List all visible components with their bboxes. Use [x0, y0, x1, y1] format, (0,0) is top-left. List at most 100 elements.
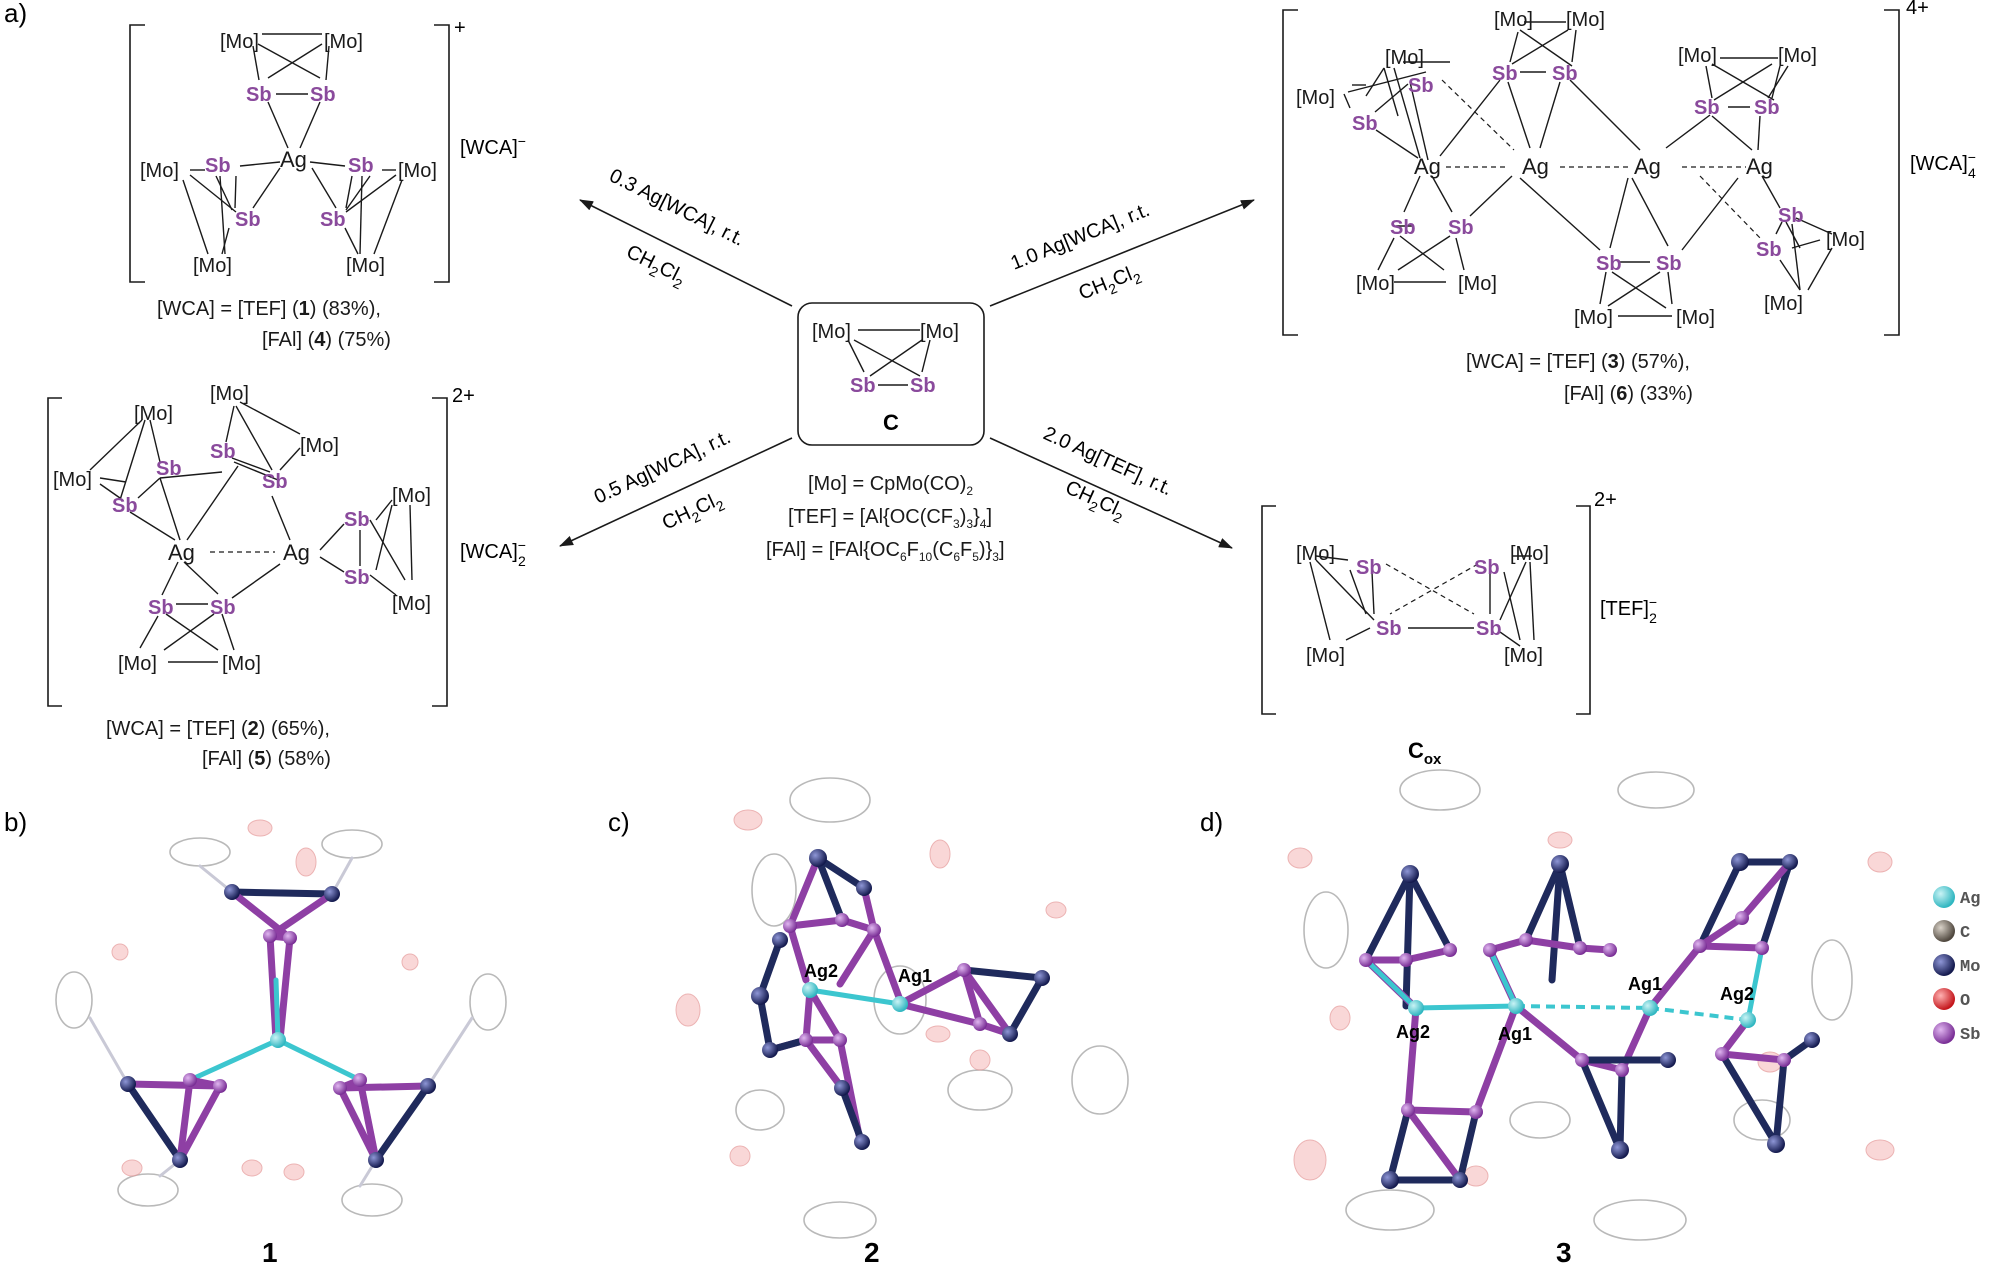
mo-2h: [Mo]: [222, 653, 261, 675]
panel-label-a: a): [4, 0, 27, 28]
bracket-left: [1282, 9, 1298, 336]
arrow-label-top-left: 0.3 Ag[WCA], r.t.: [606, 165, 748, 251]
definition-tef: [TEF] = [Al{OC(CF3)3}4]: [788, 506, 992, 531]
crystal-structure-3: Ag2 Ag1 Ag1 Ag2 3: [1287, 769, 1895, 1268]
sb-3d: Sb: [1552, 63, 1578, 85]
center-box: [797, 302, 985, 446]
sb-1a: Sb: [246, 84, 272, 106]
atom-label-ag2-d-left: Ag2: [1396, 1022, 1430, 1042]
arrow-to-3: 1.0 Ag[WCA], r.t. CH2Cl2: [989, 199, 1255, 307]
mo-cox-d: [Mo]: [1504, 645, 1543, 667]
caption-2-line2: [FAl] (5) (58%): [202, 748, 331, 770]
compound-2-scheme: 2+ [WCA]−2 [Mo]: [47, 383, 526, 770]
sb-2g: Sb: [148, 597, 174, 619]
sb-1c: Sb: [205, 155, 231, 177]
mo-2d: [Mo]: [300, 435, 339, 457]
bracket-right: [1884, 9, 1900, 336]
panel-label-b: b): [4, 807, 27, 837]
mo-3c: [Mo]: [1566, 9, 1605, 31]
sb-1f: Sb: [320, 209, 346, 231]
arrow-label-top-right: 1.0 Ag[WCA], r.t.: [1008, 199, 1153, 275]
atom-label-ag2-d-right: Ag2: [1720, 984, 1754, 1004]
counterion-compound-2: [WCA]−2: [460, 537, 526, 569]
mo-2f: [Mo]: [392, 593, 431, 615]
sb-3e: Sb: [1694, 97, 1720, 119]
legend-label-mo: Mo: [1960, 958, 1980, 977]
counterion-compound-1: [WCA]−: [460, 133, 526, 159]
caption-1-line1: [WCA] = [TEF] (1) (83%),: [157, 298, 381, 320]
mo-cox-b: [Mo]: [1510, 543, 1549, 565]
compound-cox-scheme: 2+ [TEF]−2 [Mo] Sb Sb [Mo] Sb Sb [Mo] [M…: [1261, 489, 1657, 768]
bracket-left: [129, 24, 145, 283]
mo-cox-c: [Mo]: [1306, 645, 1345, 667]
mo-1a: [Mo]: [220, 31, 259, 53]
ag-2a: Ag: [168, 540, 195, 565]
sb-2d: Sb: [112, 495, 138, 517]
caption-3-line2: [FAl] (6) (33%): [1564, 383, 1693, 405]
ghost-ligands-c: [675, 777, 1129, 1239]
crystal-structure-1: 1: [55, 819, 507, 1268]
sb-ca: Sb: [850, 375, 876, 397]
arrow-label-bottom-left: 0.5 Ag[WCA], r.t.: [591, 426, 734, 508]
mo-3k: [Mo]: [1676, 307, 1715, 329]
charge-compound-2: 2+: [452, 385, 475, 407]
counterion-compound-3: [WCA]−4: [1910, 149, 1976, 181]
counterion-compound-cox: [TEF]−2: [1600, 594, 1657, 626]
legend-swatch-ag: [1933, 886, 1955, 908]
atom-label-ag2-c: Ag2: [804, 961, 838, 981]
panel-label-d: d): [1200, 807, 1223, 837]
sb-3k: Sb: [1596, 253, 1622, 275]
mo-cox-a: [Mo]: [1296, 543, 1335, 565]
atom-label-ag1-d-left: Ag1: [1498, 1024, 1532, 1044]
ghost-ligands-d: [1287, 769, 1895, 1241]
compound-3-scheme: 4+ [WCA]−4: [1282, 0, 1976, 405]
arrow-to-1: 0.3 Ag[WCA], r.t. CH2Cl2: [579, 165, 793, 307]
bracket-right: [434, 24, 450, 283]
sb-cox-c: Sb: [1376, 618, 1402, 640]
sb-3j: Sb: [1448, 217, 1474, 239]
mo-2g: [Mo]: [118, 653, 157, 675]
charge-compound-3: 4+: [1906, 0, 1929, 19]
mo-1d: [Mo]: [193, 255, 232, 277]
sb-2e: Sb: [344, 509, 370, 531]
mo-3a: [Mo]: [1385, 47, 1424, 69]
sb-3f: Sb: [1754, 97, 1780, 119]
legend-label-sb: Sb: [1960, 1026, 1980, 1045]
mo-3d: [Mo]: [1678, 45, 1717, 67]
sb-3b: Sb: [1352, 113, 1378, 135]
structure-label-2: 2: [864, 1237, 880, 1268]
mo-3j: [Mo]: [1574, 307, 1613, 329]
sb-3g: Sb: [1778, 205, 1804, 227]
caption-1-line2: [FAl] (4) (75%): [262, 329, 391, 351]
sb-cox-b: Sb: [1474, 557, 1500, 579]
legend-label-ag: Ag: [1960, 890, 1980, 909]
mo-3g: [Mo]: [1826, 229, 1865, 251]
sb-2b: Sb: [210, 441, 236, 463]
compound-c-box: [Mo] [Mo] Sb Sb C: [797, 302, 985, 446]
mo-1b: [Mo]: [324, 31, 363, 53]
sb-1e: Sb: [348, 155, 374, 177]
mo-1c: [Mo]: [140, 160, 179, 182]
ag-1: Ag: [280, 147, 307, 172]
arrow-label-bottom-right: 2.0 Ag[TEF], r.t.: [1040, 423, 1176, 501]
bracket-right: [432, 397, 448, 707]
sb-1b: Sb: [310, 84, 336, 106]
definition-mo: [Mo] = CpMo(CO)2: [808, 473, 973, 498]
mo-2b: [Mo]: [210, 383, 249, 405]
bracket-left: [1261, 505, 1276, 715]
ag-3c: Ag: [1634, 154, 1661, 179]
mo-3i: [Mo]: [1458, 273, 1497, 295]
arrow-solvent-bottom-right: CH2Cl2: [1060, 477, 1129, 527]
mo-3f: [Mo]: [1296, 87, 1335, 109]
structure-label-1: 1: [262, 1237, 278, 1268]
atom-label-ag1-d-right: Ag1: [1628, 974, 1662, 994]
legend-label-o: O: [1960, 992, 1970, 1011]
mo-3h: [Mo]: [1356, 273, 1395, 295]
mo-1f: [Mo]: [346, 255, 385, 277]
arrow-solvent-top-left: CH2Cl2: [621, 241, 689, 293]
mo-3l: [Mo]: [1764, 293, 1803, 315]
ag-3a: Ag: [1414, 154, 1441, 179]
legend-swatch-mo: [1933, 954, 1955, 976]
